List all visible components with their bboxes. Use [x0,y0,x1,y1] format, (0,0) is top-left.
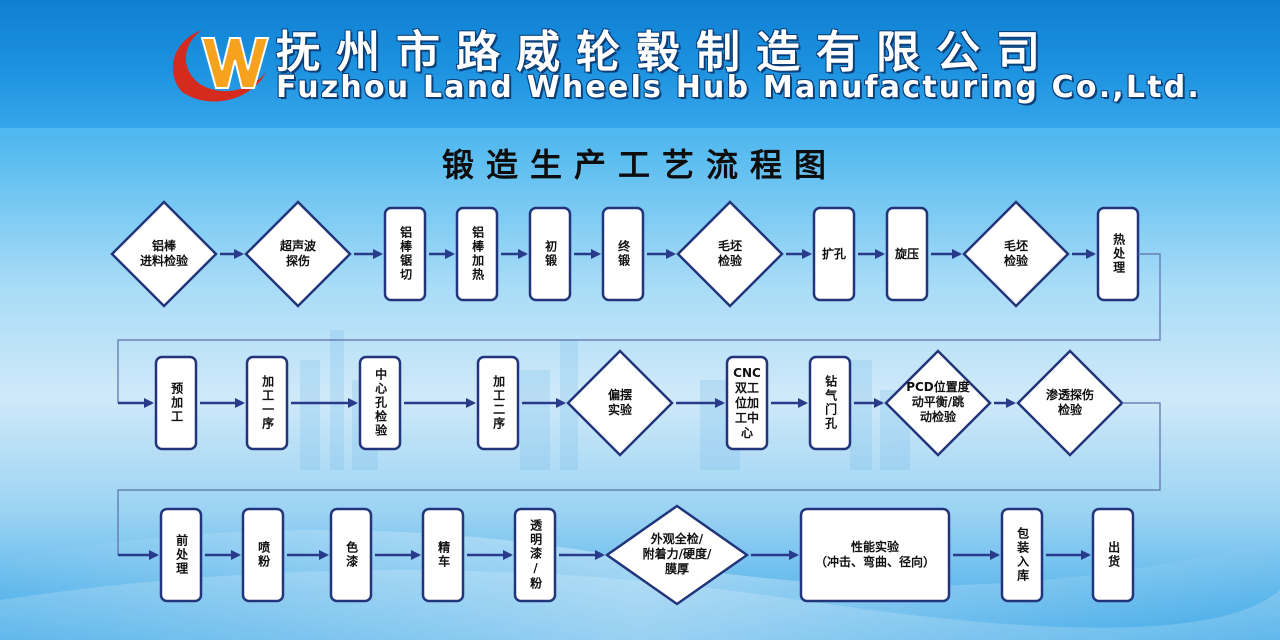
flow-step-r1-4-rect [455,206,499,302]
flow-step-r3-3-rect [329,507,373,603]
flow-step-r3-1-rect [159,507,203,603]
flow-step-r2-2-rect [245,355,289,451]
company-name-cn: 抚州市路威轮毂制造有限公司 [276,27,1056,78]
flow-step-r1-11-rect [1096,206,1140,302]
flow-step-r3-5-rect [513,507,557,603]
flow-step-r2-3-rect [358,355,402,451]
row-connector-2-3 [117,402,1161,555]
flow-step-r3-4-rect [421,507,465,603]
flow-step-r1-5-rect [528,206,572,302]
flow-step-r3-6-diamond [604,504,750,606]
flow-step-r3-9-rect [1091,507,1135,603]
flow-step-r2-9-diamond [1016,349,1124,457]
w-swoosh-logo-icon [172,30,270,102]
flow-step-r2-7-rect [808,355,852,451]
flow-step-r2-5-diamond [566,349,674,457]
flow-step-r1-2-diamond [244,200,352,308]
flow-step-r2-6-rect [725,355,769,451]
flow-step-r2-8-diamond [884,349,992,457]
row-connector-1-2 [117,253,1161,403]
flow-step-r3-2-rect [241,507,285,603]
flow-step-r1-7-diamond [676,200,784,308]
flow-step-r2-1-rect [154,355,198,451]
flow-step-r1-1-diamond [110,200,218,308]
flow-step-r1-8-rect [812,206,856,302]
flow-step-r3-7-rect [799,507,951,603]
diagram-title: 锻造生产工艺流程图 [441,146,838,184]
flow-step-r1-10-diamond [962,200,1070,308]
flow-step-r3-8-rect [1000,507,1044,603]
flow-step-r2-4-rect [476,355,520,451]
company-name-en: Fuzhou Land Wheels Hub Manufacturing Co.… [276,70,1202,105]
flow-step-r1-9-rect [885,206,929,302]
header-banner: 抚州市路威轮毂制造有限公司 Fuzhou Land Wheels Hub Man… [0,0,1280,128]
flow-step-r1-3-rect [383,206,427,302]
flow-step-r1-6-rect [601,206,645,302]
